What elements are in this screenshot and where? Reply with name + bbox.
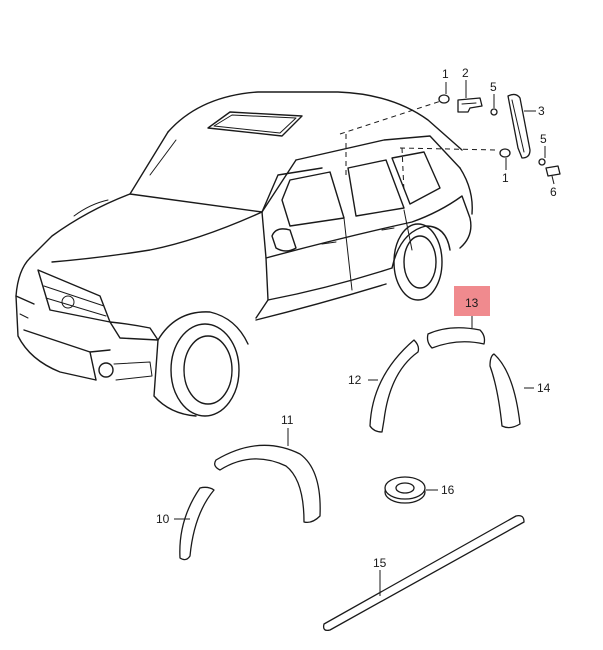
wheel-arch-trims: [174, 312, 534, 632]
callout-13: 13: [465, 296, 479, 310]
callout-11: 11: [281, 413, 294, 427]
callout-2: 2: [462, 66, 469, 80]
callout-labels: 1 2 5 3 5 1 6 13 12 14 11 16 10 15: [156, 66, 557, 570]
callout-highlight-13: [454, 286, 490, 316]
callout-6: 6: [550, 185, 557, 199]
callout-10: 10: [156, 512, 170, 526]
vehicle-drawing: [15, 91, 497, 417]
callout-5b: 5: [540, 132, 547, 146]
callout-1b: 1: [502, 171, 509, 185]
callout-5a: 5: [490, 80, 497, 94]
callout-14: 14: [537, 381, 551, 395]
callout-16: 16: [441, 483, 455, 497]
callout-12: 12: [348, 373, 362, 387]
callout-3: 3: [538, 104, 545, 118]
callout-1a: 1: [442, 67, 449, 81]
clip-parts-upper: [438, 80, 561, 185]
callout-15: 15: [373, 556, 387, 570]
